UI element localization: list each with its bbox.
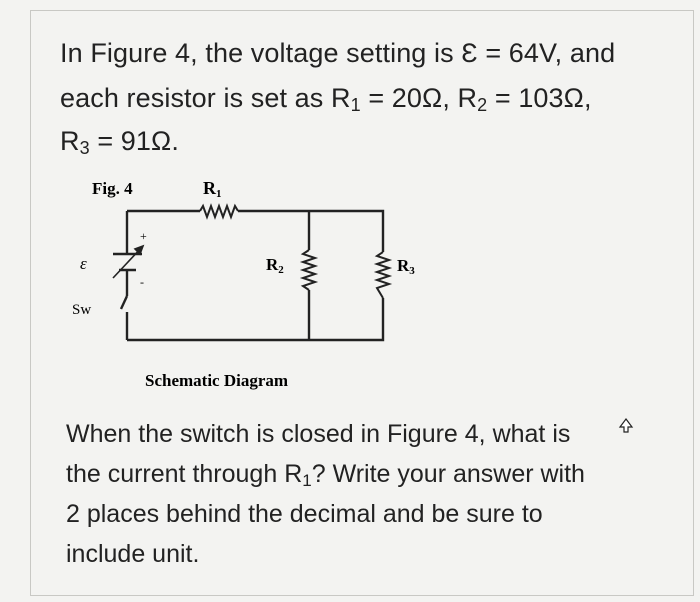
subscript: 3 [79, 138, 90, 158]
circuit-wires [113, 203, 393, 342]
question-line-2: each resistor is set as R1 = 20Ω, R2 = 1… [60, 83, 592, 114]
question-text: = 91Ω. [89, 126, 179, 156]
prompt-line-2: the current through R1? Write your answe… [66, 460, 585, 489]
prompt-text: include unit. [66, 540, 200, 568]
content-frame [30, 10, 694, 596]
minus-sign: - [140, 275, 144, 289]
r2-label: R2 [266, 255, 284, 276]
question-text: R [60, 126, 80, 156]
figure-label: Fig. 4 [92, 179, 133, 198]
mouse-pointer-icon [618, 418, 634, 433]
r3-resistor [373, 251, 393, 299]
wire-bottom [127, 298, 385, 342]
battery-variable-arrow [112, 244, 145, 279]
prompt-text: 2 places behind the decimal and be sure … [66, 500, 543, 528]
question-text: = 20Ω, R [360, 83, 478, 113]
r2-resistor [299, 249, 319, 291]
prompt-line-3: 2 places behind the decimal and be sure … [66, 500, 543, 529]
prompt-text: ? Write your answer with [311, 460, 585, 488]
question-line-1: In Figure 4, the voltage setting is Ɛ = … [60, 38, 615, 69]
subscript: 2 [477, 95, 488, 115]
question-line-3: R3 = 91Ω. [60, 126, 179, 157]
question-text: = 103Ω, [487, 83, 592, 113]
prompt-text: When the switch is closed in Figure 4, w… [66, 420, 571, 448]
subscript: 1 [350, 95, 361, 115]
r3-label: R3 [397, 256, 415, 277]
r1-resistor [199, 203, 239, 220]
prompt-line-1: When the switch is closed in Figure 4, w… [66, 420, 570, 449]
wire-top-right [238, 209, 385, 252]
prompt-text: the current through R [66, 460, 303, 488]
plus-sign: + [140, 229, 147, 243]
prompt-line-4: include unit. [66, 540, 199, 569]
question-text: each resistor is set as R [60, 83, 351, 113]
figure-caption: Schematic Diagram [145, 371, 288, 390]
switch-lever [119, 295, 129, 310]
r1-label: R1 [203, 178, 222, 200]
switch-label: Sw [72, 302, 91, 318]
subscript: 1 [302, 471, 312, 490]
emf-label: ε [80, 254, 87, 273]
question-text: In Figure 4, the voltage setting is Ɛ = … [60, 38, 616, 68]
